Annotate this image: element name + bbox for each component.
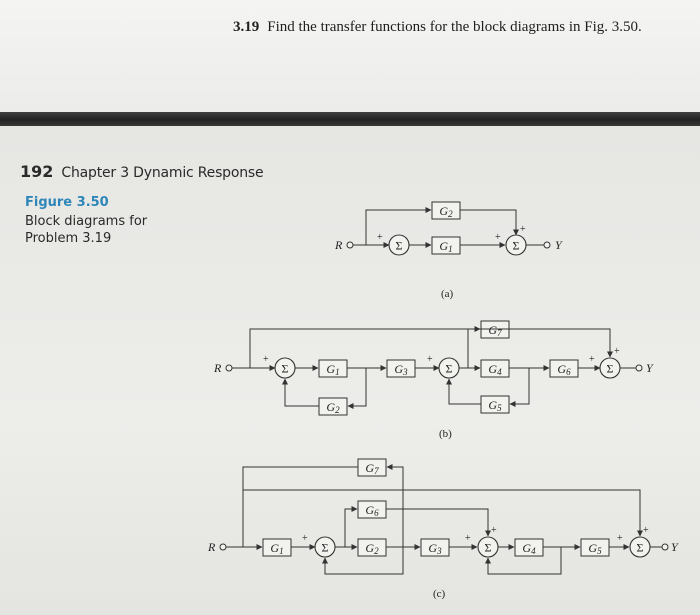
problem-statement: 3.19 Find the transfer functions for the … <box>233 19 642 36</box>
output-y-c: Y <box>671 540 679 554</box>
output-terminal-a <box>543 241 551 249</box>
label-c-g1: G1 <box>270 541 283 556</box>
wire-b-fb2-in <box>509 368 530 407</box>
label-b-g6: G6 <box>557 362 571 377</box>
sign-c-4: + <box>617 533 623 544</box>
input-terminal-b <box>225 364 233 372</box>
wire-b-fb-in <box>347 368 367 409</box>
sign-a-3: + <box>520 224 526 235</box>
wire-a-ff-out <box>460 209 519 236</box>
label-b-g3: G3 <box>394 362 408 377</box>
wire-c-g6-in <box>344 506 358 547</box>
label-b-g5: G5 <box>488 398 502 413</box>
sign-c-5: + <box>643 525 649 536</box>
sign-c-3: + <box>491 525 497 536</box>
label-b-g4: G4 <box>488 362 502 377</box>
caption-a: (a) <box>441 288 454 300</box>
sigma-c1: Σ <box>322 541 329 555</box>
input-r-c: R <box>207 540 216 554</box>
problem-text: Find the transfer functions for the bloc… <box>267 19 642 35</box>
wire-c-g7-out <box>242 466 358 547</box>
sign-c-1: + <box>302 533 308 544</box>
label-c-g5: G5 <box>588 541 602 556</box>
figure-label: Figure 3.50 <box>25 195 109 210</box>
wire-a-ff-in <box>365 207 432 245</box>
label-c-g6: G6 <box>365 503 379 518</box>
figure-caption: Block diagrams for Problem 3.19 <box>25 214 148 246</box>
diagram-c: R G1 + Σ G2 G6 + G7 G3 + Σ G4 <box>207 458 679 600</box>
input-r-a: R <box>334 238 343 252</box>
output-y-a: Y <box>555 238 563 252</box>
sigma-b3: Σ <box>607 362 614 376</box>
label-a-g1: G1 <box>439 239 452 254</box>
sigma-b2: Σ <box>446 362 453 376</box>
sigma-c3: Σ <box>637 541 644 555</box>
wire-c-fb2 <box>485 547 562 575</box>
wire-b-ff <box>249 328 613 368</box>
label-b-g2: G2 <box>326 400 340 415</box>
chapter-header: 192 Chapter 3 Dynamic Response <box>20 162 264 181</box>
page-binding-divider <box>0 112 700 126</box>
wire-c-g7-in <box>386 464 404 547</box>
wire-c-g6-out <box>386 508 491 537</box>
sigma-b1: Σ <box>282 362 289 376</box>
textbook-page <box>0 126 700 615</box>
sign-c-2: + <box>465 533 471 544</box>
diagram-a: R + Σ G1 G2 + + Σ Y (a) <box>334 201 563 300</box>
diagram-b: R + Σ G1 G2 G3 + Σ G4 G5 G7 <box>213 320 654 440</box>
wire-c-fb1 <box>322 547 404 575</box>
output-terminal-b <box>635 364 643 372</box>
page-number: 192 <box>20 162 54 181</box>
wire-c-ff-outer <box>242 489 643 547</box>
sigma-a2: Σ <box>513 239 520 253</box>
sigma-a1: Σ <box>396 239 403 253</box>
problem-page <box>0 0 700 112</box>
problem-number: 3.19 <box>233 19 260 35</box>
input-terminal-a <box>346 241 354 249</box>
input-r-b: R <box>213 361 222 375</box>
output-terminal-c <box>661 543 669 551</box>
caption-c: (c) <box>433 588 446 600</box>
input-terminal-c <box>219 543 227 551</box>
output-y-b: Y <box>646 361 654 375</box>
sigma-c2: Σ <box>485 541 492 555</box>
sign-a-2: + <box>495 232 501 243</box>
wire-b-fb-out <box>282 378 319 407</box>
label-c-g4: G4 <box>522 541 536 556</box>
caption-b: (b) <box>439 428 452 440</box>
sign-b-4: + <box>614 346 620 357</box>
label-a-g2: G2 <box>439 204 453 219</box>
label-c-g7: G7 <box>365 461 379 476</box>
sign-a-1: + <box>377 232 383 243</box>
label-c-g2: G2 <box>365 541 379 556</box>
chapter-title: Chapter 3 Dynamic Response <box>61 165 264 181</box>
sign-b-2: + <box>427 354 433 365</box>
label-b-g7: G7 <box>488 323 502 338</box>
label-c-g3: G3 <box>428 541 442 556</box>
sign-b-3: + <box>589 354 595 365</box>
wire-b-fb2-out <box>446 378 481 405</box>
sign-b-1: + <box>263 354 269 365</box>
label-b-g1: G1 <box>326 362 339 377</box>
